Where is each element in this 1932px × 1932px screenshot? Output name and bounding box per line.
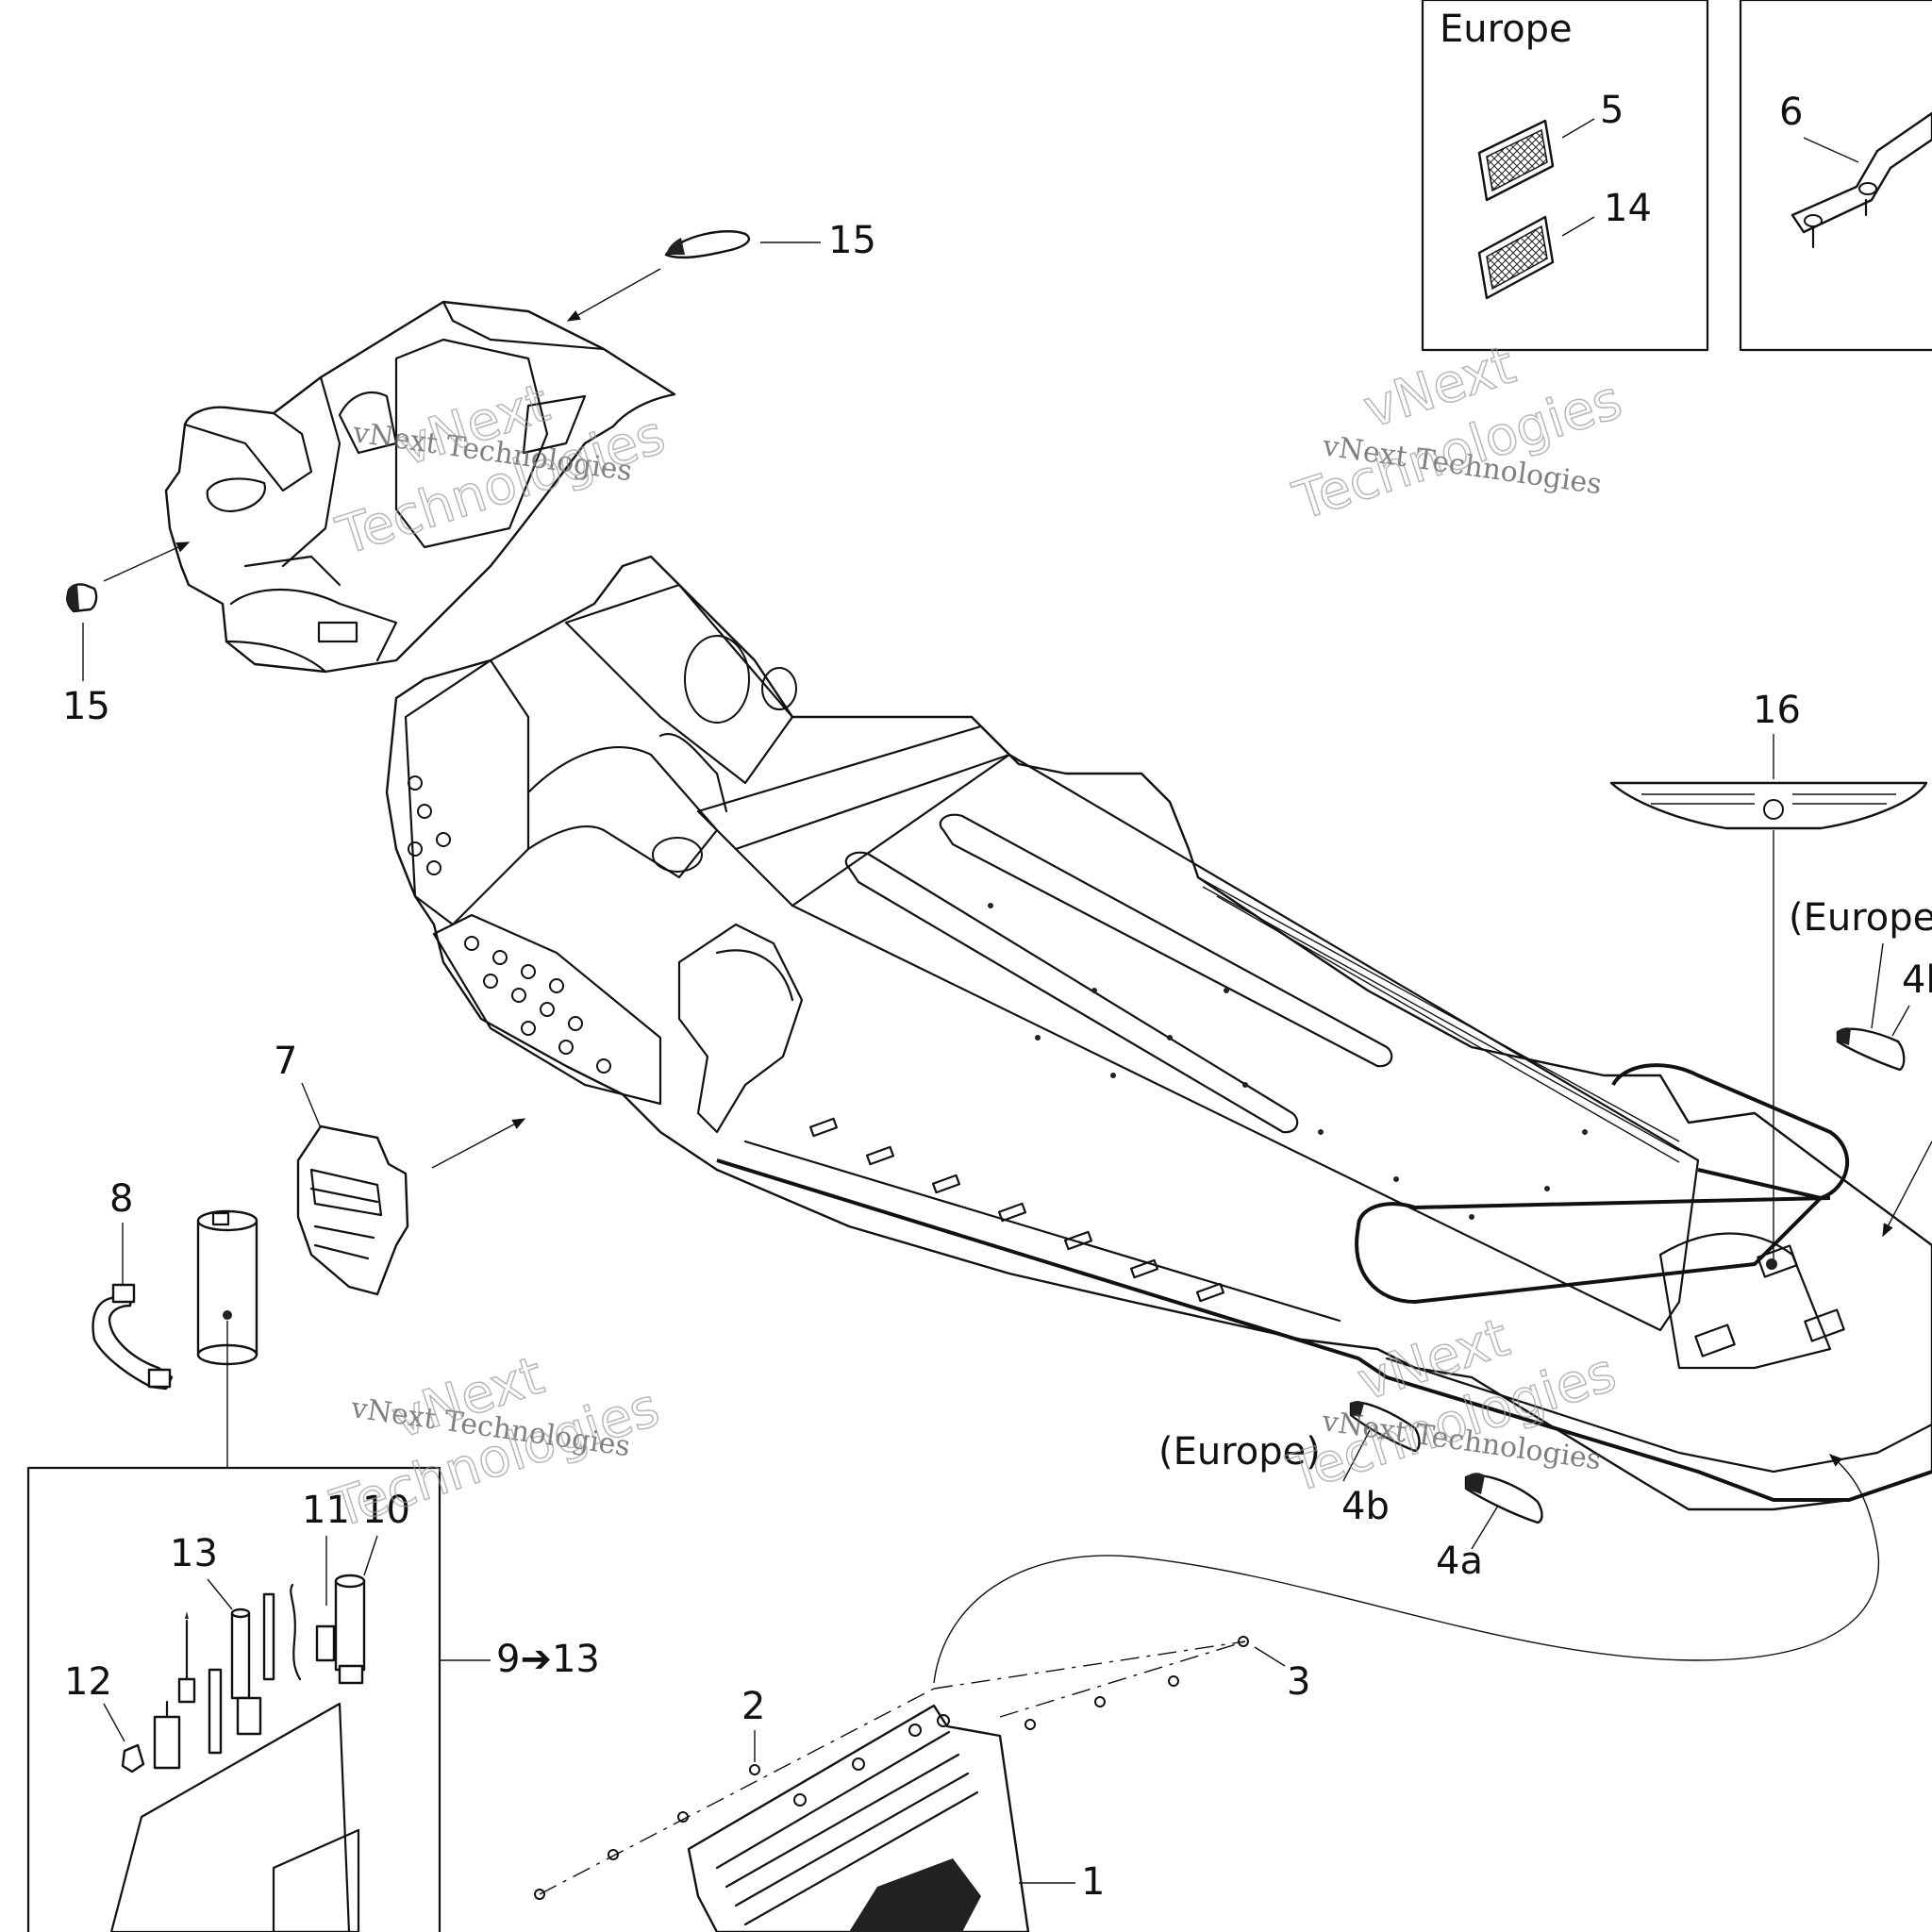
callout-4a: 4a	[1436, 1540, 1483, 1583]
chassis-frame-icon	[385, 555, 1932, 1511]
front-hood-icon	[164, 300, 676, 674]
callout-10: 10	[362, 1489, 410, 1532]
fasteners-icon	[534, 1636, 1249, 1900]
tool-kit-box: 9➔13 13 11 10 12	[26, 1466, 600, 1932]
callout-6: 6	[1779, 91, 1803, 134]
lens-15-left-icon	[66, 583, 98, 613]
reflector-14-icon	[1477, 215, 1555, 300]
callout-11: 11	[302, 1489, 350, 1532]
callout-7: 7	[274, 1040, 297, 1083]
running-board-1-icon	[687, 1704, 1030, 1932]
europe-inset-box: Europe 5 14	[1421, 0, 1709, 352]
tool-kit-tube-icon	[196, 1209, 258, 1366]
console-7-icon	[296, 1124, 409, 1296]
watermark-4: vNext Technologies	[1286, 334, 1630, 534]
callout-1: 1	[1081, 1860, 1105, 1904]
callout-8: 8	[109, 1177, 133, 1221]
reflector-5-icon	[1477, 119, 1555, 202]
callout-3: 3	[1287, 1660, 1310, 1704]
callout-15-left: 15	[62, 685, 110, 728]
europe-box-title: Europe	[1440, 8, 1573, 51]
callout-13: 13	[170, 1532, 218, 1575]
europe-label-right: (Europe	[1789, 896, 1932, 940]
bracket-inset-box: 6	[1739, 0, 1932, 352]
lens-4a-icon	[1464, 1473, 1543, 1524]
lens-4b-bottom-icon	[1349, 1401, 1421, 1453]
tools-icon	[121, 1574, 366, 1774]
bracket-6-icon	[1790, 111, 1932, 249]
callout-14: 14	[1604, 187, 1652, 230]
lens-4b-right-icon	[1836, 1027, 1906, 1072]
callout-16: 16	[1753, 689, 1801, 732]
callout-kit-range: 9➔13	[496, 1638, 600, 1681]
callout-2: 2	[741, 1685, 765, 1728]
callout-12: 12	[64, 1660, 112, 1704]
strap-8-icon	[92, 1283, 174, 1391]
lens-15-top-icon	[664, 230, 751, 259]
callout-4b-bottom: 4b	[1341, 1485, 1390, 1528]
europe-label-bottom: (Europe)	[1158, 1430, 1321, 1474]
callout-15-top: 15	[828, 219, 876, 262]
callout-5: 5	[1600, 89, 1624, 132]
callout-4b-right: 4b	[1902, 958, 1932, 1002]
decal-16-icon	[1609, 781, 1928, 830]
